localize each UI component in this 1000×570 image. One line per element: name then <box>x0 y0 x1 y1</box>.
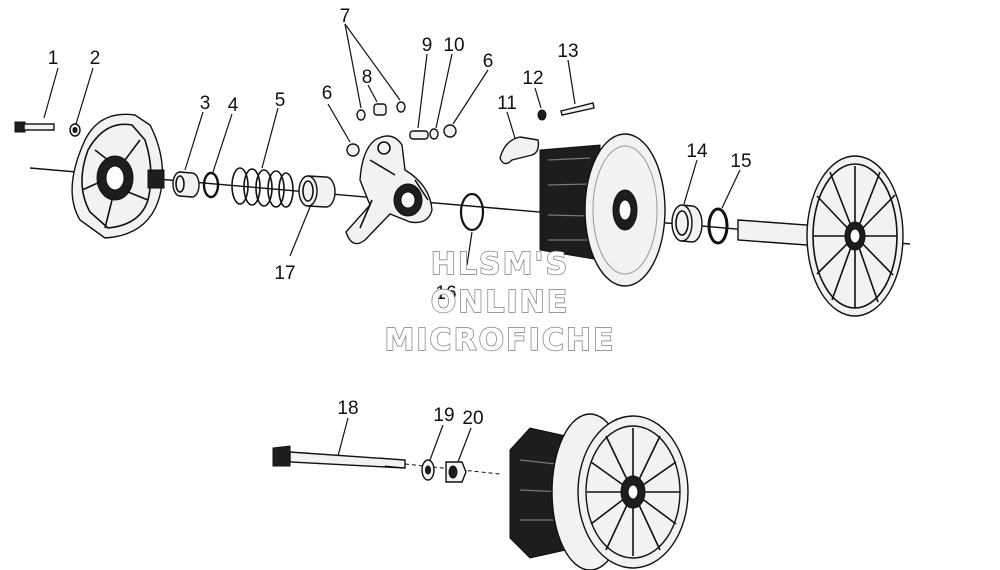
sheave-cover <box>71 113 165 239</box>
callout-19: 19 <box>433 405 454 426</box>
part-3-bushing <box>172 171 200 198</box>
moveable-sheave <box>539 133 666 287</box>
part-5-spring <box>231 167 294 208</box>
callout-11: 11 <box>497 93 517 114</box>
callout-6-right: 6 <box>483 51 494 72</box>
part-10-washer <box>429 128 439 140</box>
assembled-clutch <box>509 413 689 570</box>
callout-15: 15 <box>730 151 751 172</box>
callout-7: 7 <box>340 6 351 27</box>
watermark-line-3: MICROFICHE <box>385 323 616 358</box>
callout-12: 12 <box>522 68 543 89</box>
fixed-sheave <box>737 155 904 317</box>
callout-2: 2 <box>90 48 101 69</box>
watermark-line-2: ONLINE <box>431 285 570 320</box>
part-18-bolt <box>272 445 501 475</box>
callout-6-left: 6 <box>322 83 333 104</box>
part-8-roller <box>373 103 387 116</box>
callout-16: 16 <box>435 283 456 304</box>
part-7-washer-a <box>356 109 366 121</box>
part-12-nut <box>537 109 547 121</box>
callout-1: 1 <box>48 48 59 69</box>
part-6-roller-left <box>346 143 360 157</box>
callout-10: 10 <box>443 35 464 56</box>
part-7-washer-b <box>396 101 406 113</box>
part-6-roller-right <box>443 124 457 138</box>
callout-9: 9 <box>422 35 433 56</box>
leader-lines <box>43 23 741 463</box>
callout-4: 4 <box>228 95 239 116</box>
callout-14: 14 <box>686 141 708 162</box>
part-11-weight <box>499 136 540 165</box>
watermark-line-1: HLSM'S <box>431 247 569 282</box>
part-17-bushing <box>298 175 336 208</box>
callout-20: 20 <box>462 408 483 429</box>
part-1-bolt <box>14 121 55 133</box>
part-16-ring <box>459 192 485 232</box>
spider-assembly <box>345 135 433 245</box>
part-2-washer <box>69 123 81 137</box>
part-9-pin <box>409 130 429 140</box>
callout-3: 3 <box>200 93 211 114</box>
callout-13: 13 <box>557 41 578 62</box>
part-14-bushing <box>671 204 703 243</box>
part-15-ring <box>707 207 729 245</box>
part-4-ring <box>202 171 220 199</box>
part-20-nut <box>445 461 467 483</box>
callout-8: 8 <box>362 67 373 88</box>
callout-18: 18 <box>337 398 358 419</box>
callout-17: 17 <box>274 263 295 284</box>
callout-5: 5 <box>275 90 286 111</box>
part-19-washer <box>421 459 435 481</box>
part-13-pin <box>560 102 595 116</box>
